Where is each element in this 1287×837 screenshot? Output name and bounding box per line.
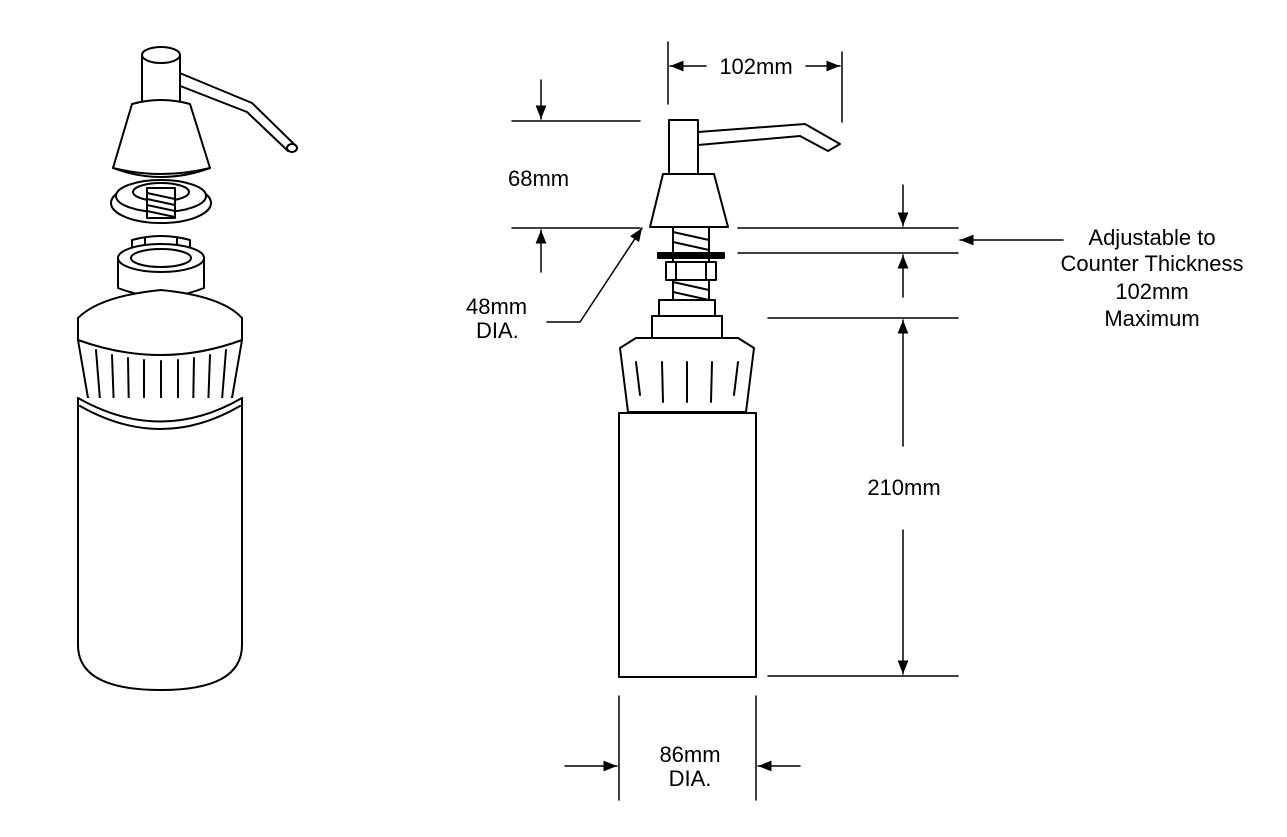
label-bottle-dia-2: DIA. — [669, 766, 712, 791]
iso-thread — [146, 187, 176, 219]
label-adjust-3: 102mm — [1115, 279, 1188, 304]
iso-head-cone — [112, 99, 211, 178]
label-adjust-1: Adjustable to — [1088, 225, 1215, 250]
side-elevation-view — [618, 119, 841, 678]
dimension-labels: 102mm 68mm 48mm DIA. Adjustable to Count… — [466, 54, 1244, 791]
label-bottle-height: 210mm — [867, 475, 940, 500]
side-nut — [665, 261, 717, 281]
side-cap-ribs — [635, 361, 739, 403]
label-adjust-2: Counter Thickness — [1060, 251, 1243, 276]
label-adjust-4: Maximum — [1104, 306, 1199, 331]
dimension-lines — [511, 41, 1064, 801]
label-head-height: 68mm — [508, 166, 569, 191]
side-plunger — [668, 119, 699, 175]
side-spout — [697, 123, 841, 152]
side-bottle — [618, 412, 757, 678]
side-washer — [657, 252, 725, 259]
isometric-view — [77, 46, 298, 691]
label-bottle-dia-1: 86mm — [659, 742, 720, 767]
label-flange-dia-2: DIA. — [476, 318, 519, 343]
side-head-cone — [649, 173, 729, 228]
side-neck — [651, 315, 723, 339]
iso-bottle — [77, 397, 243, 691]
label-spout-reach: 102mm — [719, 54, 792, 79]
label-flange-dia-1: 48mm — [466, 294, 527, 319]
